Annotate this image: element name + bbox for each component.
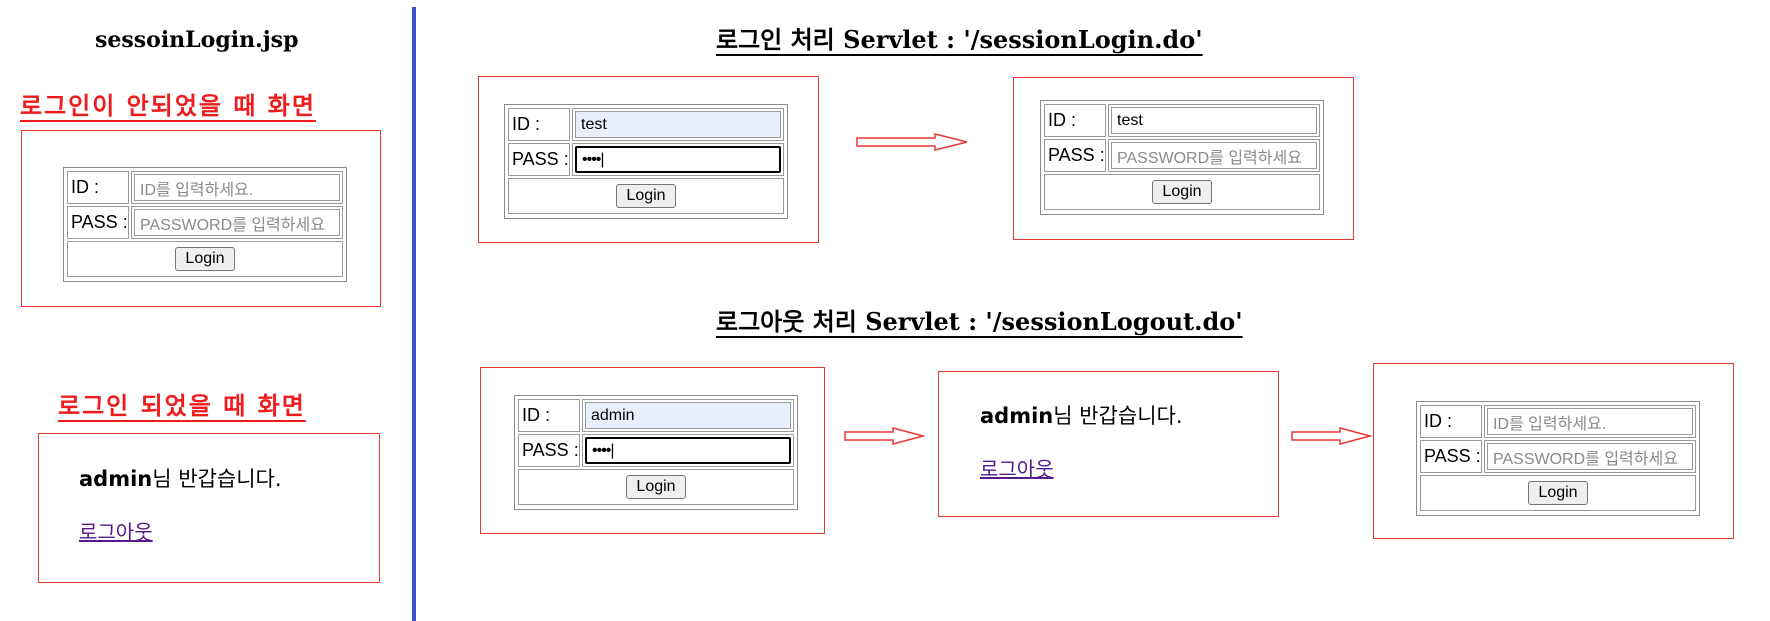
id-label: ID : <box>1420 405 1482 438</box>
welcome-message: admin님 반갑습니다. <box>980 400 1183 430</box>
pass-label: PASS : <box>518 434 580 467</box>
welcome-suffix: 님 반갑습니다. <box>1053 404 1183 428</box>
login-button[interactable]: Login <box>175 247 235 271</box>
login-button[interactable]: Login <box>626 475 686 499</box>
login-form-after: ID : test PASS : PASSWORD를 입력하세요 Login <box>1040 100 1324 215</box>
login-form-filled: ID : test PASS : ••••| Login <box>504 104 788 219</box>
logout-link[interactable]: 로그아웃 <box>980 457 1054 481</box>
not-logged-in-heading: 로그인이 안되었을 때 화면 <box>20 91 316 120</box>
id-label: ID : <box>1044 104 1106 137</box>
file-title: sessoinLogin.jsp <box>95 27 299 53</box>
id-label: ID : <box>518 399 580 432</box>
login-form-filled: ID : admin PASS : ••••| Login <box>514 395 798 510</box>
welcome-user: admin <box>79 467 153 491</box>
logout-servlet-title: 로그아웃 처리 Servlet : '/sessionLogout.do' <box>716 307 1243 336</box>
id-label: ID : <box>508 108 570 141</box>
logged-in-heading: 로그인 되었을 때 화면 <box>58 391 306 420</box>
welcome-message: admin님 반갑습니다. <box>79 463 282 493</box>
arrow-right-icon <box>856 133 968 151</box>
login-button[interactable]: Login <box>1152 180 1212 204</box>
pass-label: PASS : <box>1420 440 1482 473</box>
column-divider <box>412 7 416 621</box>
logout-welcome-panel <box>938 371 1279 517</box>
id-input[interactable]: admin <box>585 402 791 429</box>
welcome-user: admin <box>980 404 1054 428</box>
password-input[interactable]: ••••| <box>585 437 791 464</box>
login-button[interactable]: Login <box>616 184 676 208</box>
pass-label: PASS : <box>67 206 129 239</box>
login-form: ID : ID를 입력하세요. PASS : PASSWORD를 입력하세요 L… <box>63 167 347 282</box>
arrow-right-icon <box>1291 427 1372 445</box>
logout-link[interactable]: 로그아웃 <box>79 520 153 544</box>
password-input[interactable]: PASSWORD를 입력하세요 <box>1487 443 1693 470</box>
arrow-right-icon <box>844 427 925 445</box>
login-button[interactable]: Login <box>1528 481 1588 505</box>
login-servlet-title: 로그인 처리 Servlet : '/sessionLogin.do' <box>716 25 1203 54</box>
password-input[interactable]: ••••| <box>575 146 781 173</box>
password-input[interactable]: PASSWORD를 입력하세요 <box>134 209 340 236</box>
pass-label: PASS : <box>508 143 570 176</box>
welcome-suffix: 님 반갑습니다. <box>152 467 282 491</box>
id-input[interactable]: test <box>575 111 781 138</box>
logged-in-panel <box>38 433 380 583</box>
id-label: ID : <box>67 171 129 204</box>
pass-label: PASS : <box>1044 139 1106 172</box>
id-input[interactable]: test <box>1111 107 1317 134</box>
id-input[interactable]: ID를 입력하세요. <box>134 174 340 201</box>
id-input[interactable]: ID를 입력하세요. <box>1487 408 1693 435</box>
password-input[interactable]: PASSWORD를 입력하세요 <box>1111 142 1317 169</box>
login-form: ID : ID를 입력하세요. PASS : PASSWORD를 입력하세요 L… <box>1416 401 1700 516</box>
